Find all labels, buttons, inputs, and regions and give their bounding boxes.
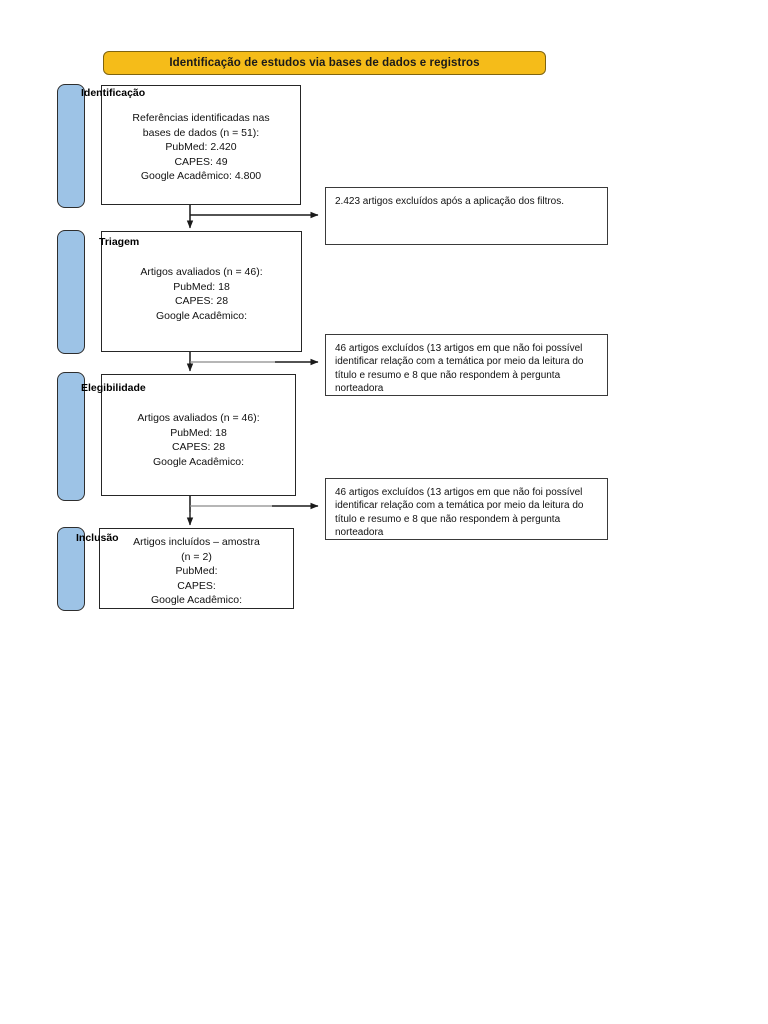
flow-box-triagem: Artigos avaliados (n = 46): PubMed: 18 C… <box>101 231 302 352</box>
stage-label-elegibilidade: Elegibilidade <box>81 382 146 394</box>
flow-box-elegibilidade: Artigos avaliados (n = 46): PubMed: 18 C… <box>101 374 296 496</box>
exclusion-box-1: 2.423 artigos excluídos após a aplicação… <box>325 187 608 245</box>
exclusion-box-1-text: 2.423 artigos excluídos após a aplicação… <box>335 196 565 207</box>
flow-box-inclusao: Artigos incluídos – amostra (n = 2) PubM… <box>99 528 294 609</box>
stage-bar-triagem <box>57 230 85 354</box>
stage-label-inclusao: Inclusão <box>76 532 119 544</box>
exclusion-box-2-text: 46 artigos excluídos (13 artigos em que … <box>335 343 584 395</box>
stage-label-triagem: Triagem <box>99 236 140 248</box>
flow-box-triagem-text: Artigos avaliados (n = 46): PubMed: 18 C… <box>140 266 263 322</box>
exclusion-box-2: 46 artigos excluídos (13 artigos em que … <box>325 334 608 396</box>
stage-bar-inclusao <box>57 527 85 611</box>
stage-bar-identificacao <box>57 84 85 208</box>
exclusion-box-3: 46 artigos excluídos (13 artigos em que … <box>325 478 608 540</box>
flow-box-identificacao-text: Referências identificadas nas bases de d… <box>132 112 270 182</box>
diagram-header-title: Identificação de estudos via bases de da… <box>169 57 480 69</box>
stage-bar-elegibilidade <box>57 372 85 501</box>
diagram-header-banner: Identificação de estudos via bases de da… <box>103 51 546 75</box>
exclusion-box-3-text: 46 artigos excluídos (13 artigos em que … <box>335 487 584 539</box>
flow-box-inclusao-text: Artigos incluídos – amostra (n = 2) PubM… <box>133 536 260 606</box>
stage-label-identificacao: Identificação <box>81 87 146 99</box>
flow-box-identificacao: Referências identificadas nas bases de d… <box>101 85 301 205</box>
flow-box-elegibilidade-text: Artigos avaliados (n = 46): PubMed: 18 C… <box>137 412 260 468</box>
